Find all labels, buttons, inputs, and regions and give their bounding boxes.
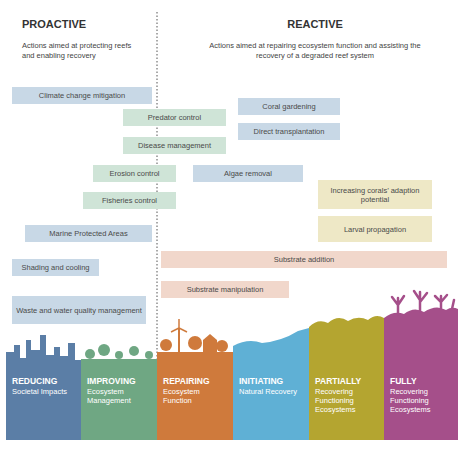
action-label: Increasing corals’ adaption potential — [322, 186, 428, 204]
action-label: Waste and water quality management — [16, 306, 142, 315]
action-bar: Predator control — [123, 109, 226, 126]
action-bar: Direct transplantation — [238, 123, 340, 140]
action-label: Larval propagation — [344, 225, 406, 234]
section-heading: REACTIVE — [255, 18, 375, 31]
stage-band: INITIATINGNatural Recovery — [233, 368, 309, 440]
stage-band: REPAIRINGEcosystem Function — [157, 368, 233, 440]
lush-coral-silhouette — [384, 307, 458, 369]
coral-silhouette — [309, 316, 384, 369]
action-bar: Waste and water quality management — [12, 296, 146, 324]
farm-silhouette — [157, 328, 233, 369]
action-label: Disease management — [138, 141, 211, 150]
stage-band: PARTIALLYRecovering Functioning Ecosyste… — [309, 368, 384, 440]
action-bar: Larval propagation — [318, 216, 432, 242]
stage-subtitle: Recovering Functioning Ecosystems — [390, 387, 453, 414]
action-bar: Substrate addition — [161, 251, 447, 268]
stage-heading: REPAIRING — [163, 376, 228, 387]
action-label: Substrate addition — [274, 255, 334, 264]
action-bar: Climate change mitigation — [12, 87, 152, 104]
action-label: Shading and cooling — [22, 263, 90, 272]
stage-heading: IMPROVING — [87, 376, 152, 387]
action-bar: Shading and cooling — [12, 259, 99, 276]
action-label: Predator control — [148, 113, 201, 122]
stage-subtitle: Recovering Functioning Ecosystems — [315, 387, 379, 414]
city-skyline — [6, 335, 81, 369]
action-bar: Fisheries control — [83, 192, 176, 209]
action-label: Erosion control — [109, 169, 159, 178]
action-bar: Increasing corals’ adaption potential — [318, 180, 432, 209]
windmill-blades — [171, 319, 187, 332]
stage-band: FULLYRecovering Functioning Ecosystems — [384, 368, 458, 440]
stage-band: REDUCINGSocietal Impacts — [6, 368, 81, 440]
stage-heading: PARTIALLY — [315, 376, 379, 387]
action-bar: Substrate manipulation — [161, 281, 289, 298]
stage-heading: INITIATING — [239, 376, 304, 387]
action-label: Marine Protected Areas — [49, 229, 127, 238]
stage-subtitle: Ecosystem Function — [163, 387, 228, 405]
stage-heading: REDUCING — [12, 376, 76, 387]
action-label: Climate change mitigation — [39, 91, 125, 100]
action-bar: Coral gardening — [238, 98, 340, 115]
stage-subtitle: Ecosystem Management — [87, 387, 152, 405]
stage-band: IMPROVINGEcosystem Management — [81, 368, 157, 440]
action-label: Algae removal — [224, 169, 272, 178]
stage-heading: FULLY — [390, 376, 453, 387]
action-bar: Erosion control — [93, 165, 176, 182]
stage-subtitle: Societal Impacts — [12, 387, 76, 396]
action-bar: Disease management — [123, 137, 226, 154]
section-heading: PROACTIVE — [22, 18, 152, 31]
action-label: Substrate manipulation — [187, 285, 264, 294]
section-description: Actions aimed at protecting reefs and en… — [22, 41, 134, 60]
stage-subtitle: Natural Recovery — [239, 387, 304, 396]
action-label: Direct transplantation — [254, 127, 325, 136]
tree-silhouette — [81, 344, 157, 369]
action-bar: Marine Protected Areas — [25, 225, 152, 242]
action-bar: Algae removal — [193, 165, 303, 182]
action-label: Fisheries control — [102, 196, 157, 205]
wave-silhouette — [233, 328, 309, 369]
coral-branches — [392, 291, 454, 314]
divider-line — [157, 12, 158, 366]
action-label: Coral gardening — [262, 102, 315, 111]
section-description: Actions aimed at repairing ecosystem fun… — [205, 41, 425, 60]
